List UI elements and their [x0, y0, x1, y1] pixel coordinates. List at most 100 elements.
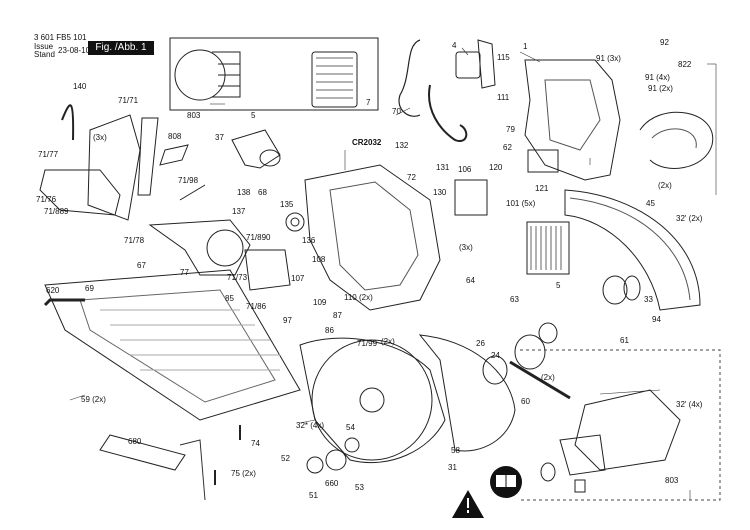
part-label: 7 [366, 98, 371, 107]
part-label: 71/78 [124, 236, 145, 245]
part-label: 86 [325, 326, 334, 335]
part-label: 106 [458, 165, 472, 174]
part-label: 52 [281, 454, 290, 463]
part-label: 92 [660, 38, 669, 47]
part-label: (2x) [658, 181, 672, 190]
part-label: (3x) [459, 243, 473, 252]
part-label: 107 [291, 274, 305, 283]
part-label: 71/73 [227, 273, 248, 282]
part-label: 71/98 [178, 176, 199, 185]
part-label: 70 [392, 107, 401, 116]
part-label: 71/76 [36, 195, 57, 204]
part-label: 69 [85, 284, 94, 293]
saw-blade [311, 339, 433, 461]
part-label: 32* (4x) [296, 421, 324, 430]
part-label: 120 [489, 163, 503, 172]
part-label: 5 [556, 281, 561, 290]
part-label: 71/890 [246, 233, 271, 242]
bearing-24 [514, 334, 546, 370]
part-label: 24 [491, 351, 500, 360]
shaft-60 [509, 360, 571, 400]
part-label: 31 [448, 463, 457, 472]
part-label: 68 [258, 188, 267, 197]
part-label: 91 (4x) [645, 73, 670, 82]
part-label: 71/889 [44, 207, 69, 216]
part-label: 5 [251, 111, 256, 120]
part-label: 108 [312, 255, 326, 264]
part-label: 32' (2x) [676, 214, 703, 223]
part-label: 62 [503, 143, 512, 152]
part-121 [527, 149, 559, 173]
pivot-assembly [148, 219, 251, 276]
part-label: 51 [309, 491, 318, 500]
part-label: 97 [283, 316, 292, 325]
part-label: 822 [678, 60, 692, 69]
upper-guard [564, 189, 701, 311]
part-label: 111 [497, 93, 510, 102]
part-label: (2x) [381, 337, 395, 346]
part-label: 1 [523, 42, 528, 51]
part-label: 109 [313, 298, 327, 307]
part-label: 53 [355, 483, 364, 492]
part-label: 101 (5x) [506, 199, 536, 208]
issue-label: Issue [34, 42, 54, 51]
part-label: 136 [302, 236, 316, 245]
dust-port-37 [231, 129, 281, 169]
part-808 [159, 144, 189, 166]
part-label: 74 [251, 439, 260, 448]
part-label: 32' (4x) [676, 400, 703, 409]
part-label: 63 [510, 295, 519, 304]
part-label: 37 [215, 133, 224, 142]
part-label: 91 (2x) [648, 84, 673, 93]
contact-clip [212, 51, 241, 98]
part-label: 59 (2x) [81, 395, 106, 404]
part-label: 71/71 [118, 96, 139, 105]
part-label: 45 [646, 199, 655, 208]
part-label: (2x) [541, 373, 555, 382]
part-label: 67 [137, 261, 146, 270]
part-label: 803 [665, 476, 679, 485]
part-label: 121 [535, 184, 549, 193]
lower-guard [299, 337, 446, 464]
part-label: 79 [506, 125, 515, 134]
part-label: 132 [395, 141, 409, 150]
flange-54 [344, 437, 360, 453]
inset-box [169, 37, 379, 111]
part-label: 140 [73, 82, 87, 91]
part-label: 61 [620, 336, 629, 345]
part-label: 131 [436, 163, 450, 172]
part-label: 803 [187, 111, 201, 120]
base-plate-69 [44, 269, 301, 421]
hex-key-620 [43, 298, 85, 307]
part-label: 680 [128, 437, 142, 446]
part-label: 135 [280, 200, 294, 209]
part-label: 110 (2x) [344, 293, 373, 302]
heatsink-5 [526, 221, 570, 275]
warning-icon [452, 490, 484, 518]
figure-label: Fig. /Abb. 1 [88, 41, 154, 55]
read-manual-icon [490, 466, 522, 498]
motor-housing [304, 164, 441, 311]
part-label: 58 [451, 446, 460, 455]
gear-33 [602, 275, 628, 305]
handle-822 [639, 111, 714, 169]
motor-803 [574, 389, 681, 471]
part-label: 87 [333, 311, 342, 320]
part-label: 75 (2x) [231, 469, 256, 478]
part-label: 77 [180, 268, 189, 277]
issue-date: 23-08-10 [58, 46, 91, 55]
part-label: 4 [452, 41, 457, 50]
part-label: 71/86 [246, 302, 267, 311]
part-label: 91 (3x) [596, 54, 621, 63]
doc-number: 3 601 FB5 101 [34, 33, 87, 42]
bracket-71-71 [87, 114, 141, 221]
part-label: 72 [407, 173, 416, 182]
part-label: 620 [46, 286, 60, 295]
part-label: 660 [325, 479, 339, 488]
cable-70 [398, 39, 421, 117]
battery-label: CR2032 [352, 138, 382, 147]
part-label: 71/77 [38, 150, 59, 159]
part-label: 138 [237, 188, 251, 197]
